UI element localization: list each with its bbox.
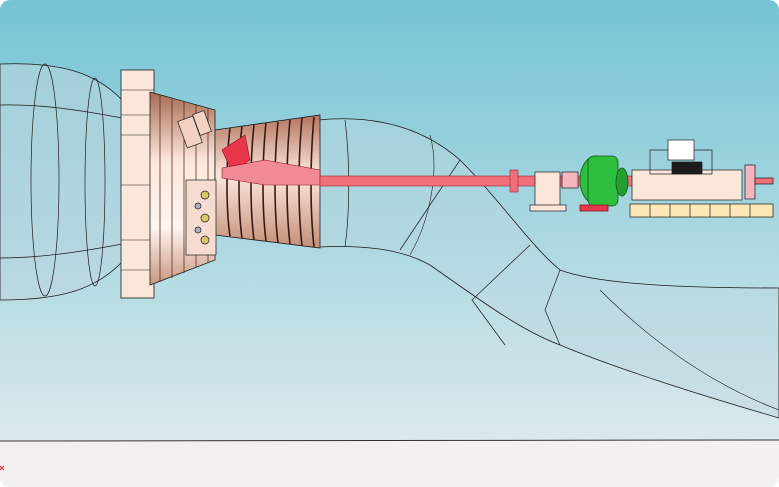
floor-plane (0, 440, 779, 487)
floor-edge (0, 439, 779, 442)
generator-skid[interactable] (629, 139, 774, 218)
exhaust-diffuser[interactable] (317, 118, 779, 419)
inlet-duct[interactable] (0, 63, 123, 301)
inlet-guide-vane (221, 134, 251, 173)
coupling[interactable] (529, 171, 579, 212)
shaft-flange (509, 169, 519, 193)
flange-grid (121, 89, 154, 271)
gearbox[interactable] (579, 155, 629, 212)
inlet-flange (120, 69, 155, 299)
combustor-cans[interactable] (177, 110, 217, 256)
origin-axis-icon (0, 465, 5, 471)
